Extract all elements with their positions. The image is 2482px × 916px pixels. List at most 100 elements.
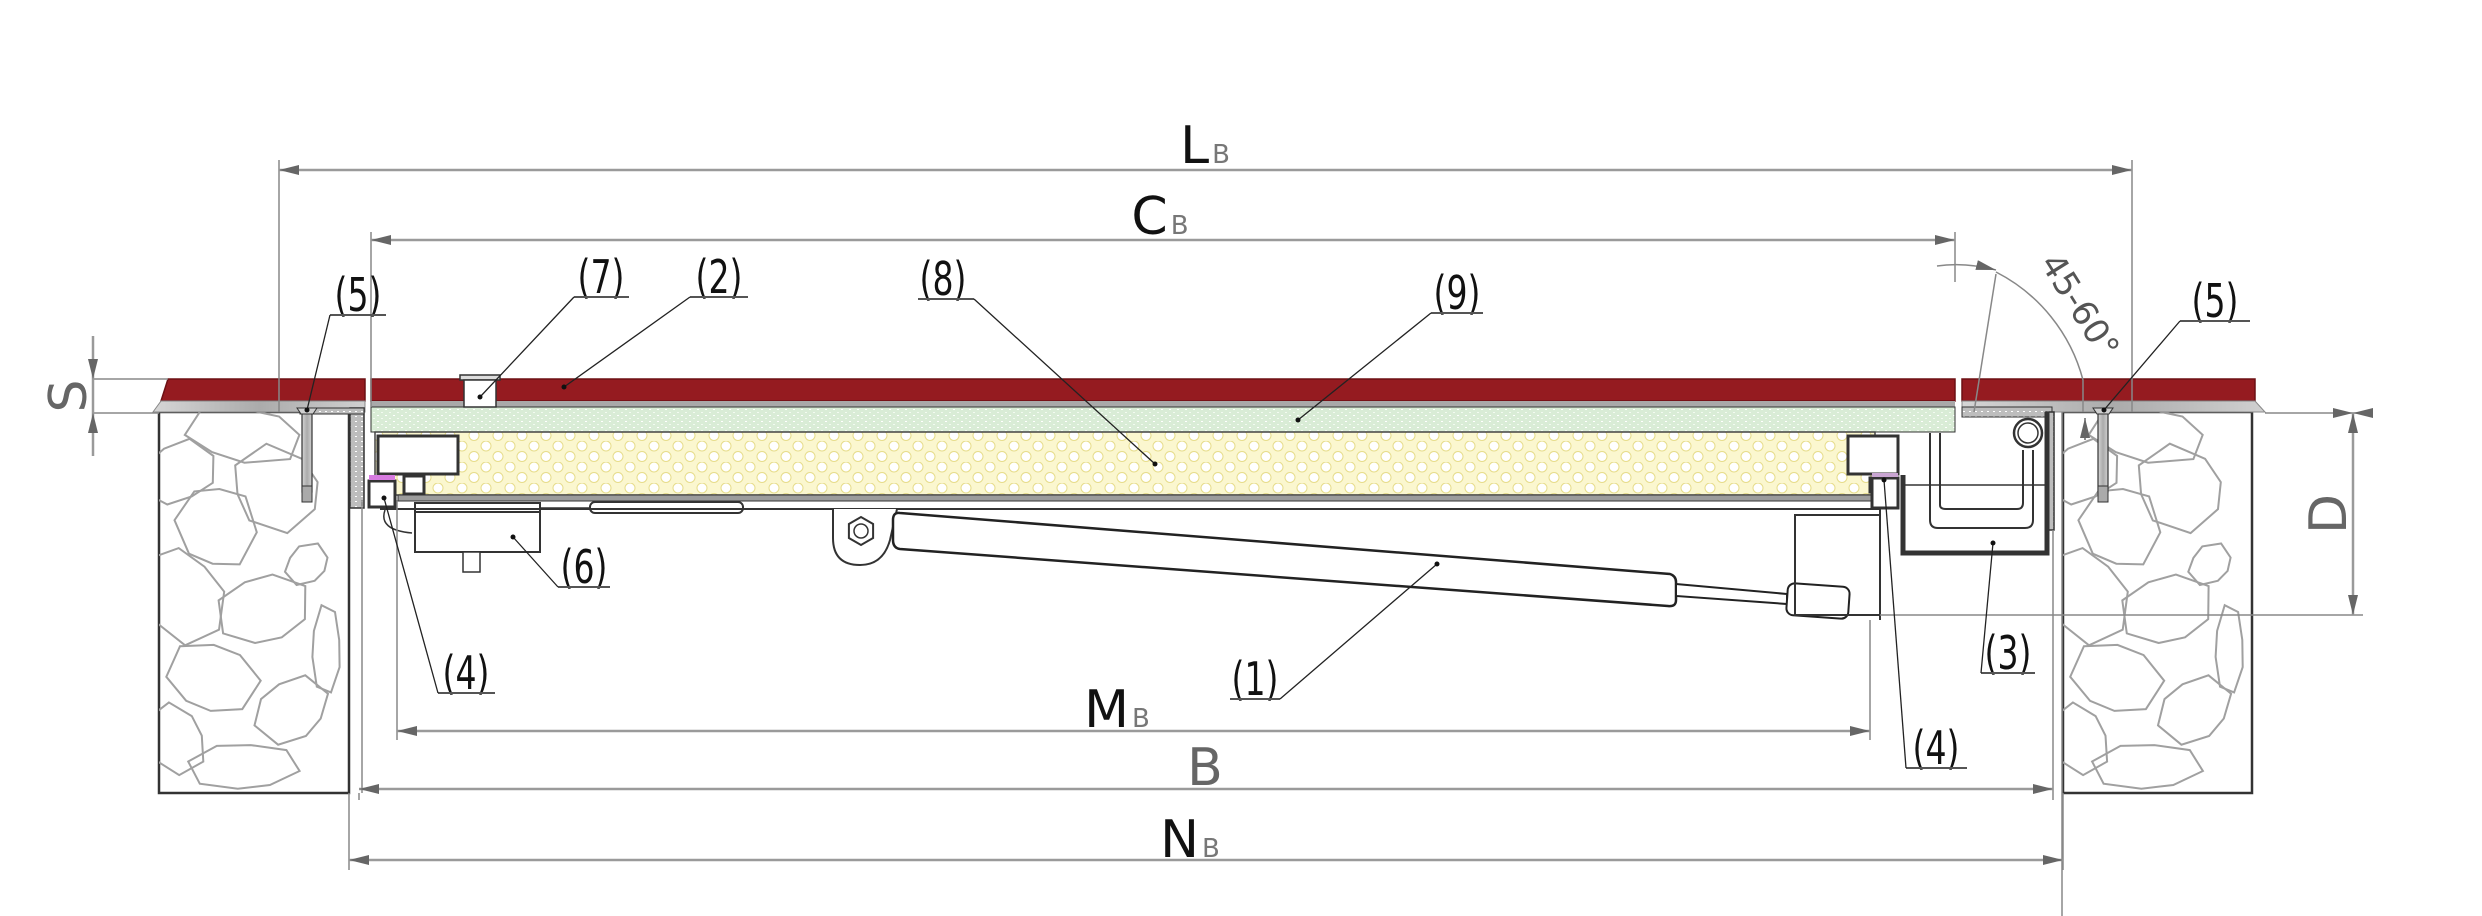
hinge-channel-outer (1900, 412, 2050, 556)
callout-2-dot (561, 384, 567, 390)
stone-9 (2156, 674, 2233, 746)
callout-2: (2) (561, 252, 748, 390)
anchor-bolt-left (301, 411, 313, 493)
anchor-bolt-right-tip (2097, 485, 2109, 503)
callout-9-dot (1295, 417, 1301, 423)
stone-10 (159, 701, 205, 777)
lid-top-plate (370, 378, 1956, 402)
dimension-mb-label-main: M (1084, 680, 1129, 740)
callout-7-dot (477, 394, 483, 400)
callouts: (1) (2) (3) (4) (4) (5) (5) (6) (7) (8) (9) (304, 252, 2250, 776)
callout-4b-dot (1881, 477, 1887, 483)
callout-5b-leader (2103, 320, 2181, 411)
left-frame-wall (349, 407, 365, 509)
callout-2-leader (563, 296, 691, 388)
stone-7 (311, 603, 341, 694)
left-small-tube (402, 474, 426, 496)
callout-1-dot (1434, 561, 1440, 567)
callout-8-leader (973, 298, 1156, 465)
dimension-cb-label-sub: B (1171, 211, 1189, 241)
angle-arc (1995, 271, 2084, 412)
callout-5b-label: (5) (2192, 276, 2239, 329)
stone-9 (253, 674, 330, 746)
lock-cylinder (462, 551, 481, 573)
lid-steel-sheet (371, 401, 1955, 407)
callout-1: (1) (1230, 561, 1440, 707)
callout-4a-leader (383, 497, 439, 694)
callout-3-label: (3) (1985, 628, 2032, 681)
right-wall (2061, 410, 2254, 795)
stone-8 (165, 643, 262, 712)
seal-strip-right (1872, 473, 1898, 477)
stone-10 (2063, 701, 2109, 777)
callout-5a: (5) (304, 270, 386, 413)
frame-and-lid (152, 374, 2267, 916)
right-lid-tube (1846, 434, 1900, 476)
callout-8-dot (1152, 461, 1158, 467)
stone-6 (2121, 573, 2210, 645)
callout-9: (9) (1295, 268, 1483, 423)
callout-4a: (4) (381, 495, 495, 701)
angle-label: 45-60° (2032, 246, 2127, 365)
callout-6-label: (6) (561, 542, 608, 595)
lid-bottom-plate (397, 494, 1879, 502)
callout-3-dot (1990, 540, 1996, 546)
dimension-d-label: D (2299, 494, 2359, 534)
callout-3: (3) (1980, 540, 2035, 681)
left-wall-stones (159, 412, 341, 790)
dimension-cb-label-main: C (1131, 187, 1167, 247)
angle-arrow-top (1936, 260, 1997, 271)
anchor-bolt-left-tip (301, 485, 313, 503)
stone-1 (159, 437, 215, 506)
callout-5a-leader (306, 314, 331, 411)
callout-8: (8) (918, 254, 1158, 467)
callout-4b-label: (4) (1913, 723, 1960, 776)
right-floor-plate (1961, 378, 2256, 402)
hinge-arm-outer (1929, 433, 2034, 529)
stone-6 (217, 573, 307, 645)
stone-7 (2214, 603, 2244, 694)
callout-6-dot (510, 534, 516, 540)
stone-0 (183, 412, 301, 464)
callout-5b-dot (2101, 407, 2107, 413)
seal-strip-left (369, 475, 395, 480)
callout-4b-leader (1883, 479, 1907, 769)
callout-8-label: (8) (920, 254, 967, 307)
hinge-arm-inner (1939, 433, 2024, 510)
callout-9-leader (1297, 312, 1432, 421)
key-insert-body (463, 379, 497, 408)
callout-9-label: (9) (1434, 268, 1481, 321)
callout-7-label: (7) (578, 252, 625, 305)
honeycomb-core (374, 431, 1876, 496)
strut-bolt (853, 523, 869, 539)
dimension-s-label: S (39, 379, 99, 412)
anchor-bolt-right (2097, 411, 2109, 493)
left-floor-plate (159, 378, 366, 402)
stone-1 (2063, 437, 2119, 506)
dimension-lb-label-main: L (1180, 116, 1209, 176)
callout-3-leader (1980, 542, 1994, 674)
gas-strut-end-fitting (1785, 582, 1851, 620)
dimension-nb-label-sub: B (1202, 834, 1220, 864)
dimension-lb-label-sub: B (1212, 140, 1230, 170)
angle-open-lid-line (1973, 273, 1997, 413)
dimension-b-label: B (1187, 738, 1223, 798)
right-wall-outline (2061, 410, 2254, 795)
seal-profile-left (367, 479, 397, 509)
callout-2-label: (2) (696, 252, 743, 305)
stone-2 (2137, 442, 2222, 535)
dimension-b-label-main: B (1187, 738, 1223, 798)
left-wall (157, 410, 351, 795)
callout-4a-label: (4) (443, 648, 490, 701)
lock-plate (414, 502, 541, 513)
gas-strut-cylinder (891, 511, 1678, 608)
callout-1-leader (1279, 563, 1438, 700)
gas-strut-rod (1675, 582, 1788, 606)
callout-1-label: (1) (1232, 654, 1279, 707)
dimension-mb-label-sub: B (1132, 704, 1150, 734)
